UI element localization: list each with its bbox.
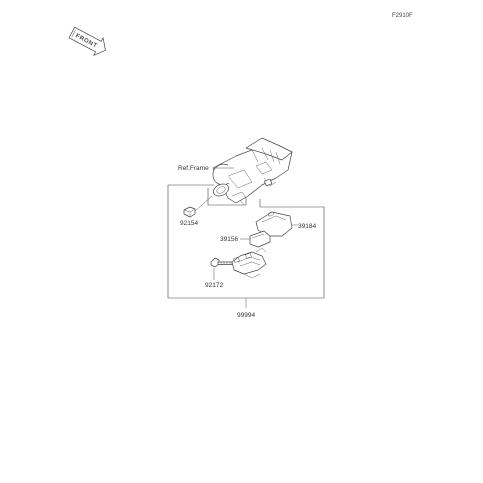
bolt-92172 xyxy=(210,257,233,280)
part-number-99994: 99994 xyxy=(237,312,255,319)
figure-code: F2910F xyxy=(392,13,413,19)
part-number-39184: 39184 xyxy=(298,223,316,230)
part-number-39156: 39156 xyxy=(220,236,238,243)
part-number-92172: 92172 xyxy=(205,282,223,289)
bolt-92154 xyxy=(183,195,213,218)
front-direction-arrow-icon: FRONT xyxy=(68,26,106,56)
pad-39156 xyxy=(240,230,271,248)
ref-frame-label: Ref.Frame xyxy=(178,165,209,172)
footrest-assembly xyxy=(231,247,267,279)
cover-39184 xyxy=(255,211,298,237)
frame-reference-drawing xyxy=(212,137,293,206)
part-number-92154: 92154 xyxy=(180,220,198,227)
